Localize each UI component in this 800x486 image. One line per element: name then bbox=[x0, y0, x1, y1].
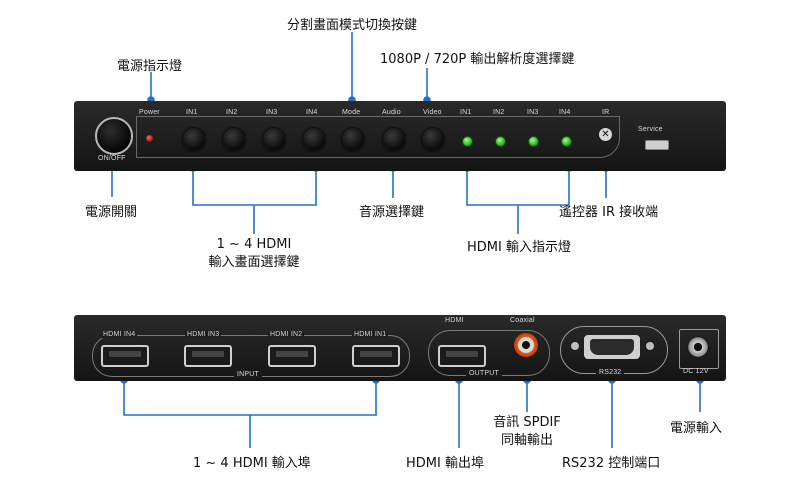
rs232-label: RS232 bbox=[596, 369, 625, 376]
power-led bbox=[146, 135, 153, 142]
led-in2-label: IN2 bbox=[493, 109, 505, 116]
hdmi-in4-label: HDMI IN4 bbox=[101, 331, 138, 338]
coaxial-spdif-jack[interactable] bbox=[514, 333, 538, 357]
callout-spdif-line2: 同軸輸出 bbox=[500, 433, 553, 448]
input-2-button[interactable] bbox=[222, 127, 246, 151]
hdmi-in2-port[interactable] bbox=[268, 345, 316, 367]
hdmi-in3-label: HDMI IN3 bbox=[185, 331, 222, 338]
led-in1-label: IN1 bbox=[460, 109, 472, 116]
input-2-led bbox=[495, 136, 506, 147]
hdmi-in4-port[interactable] bbox=[101, 345, 149, 367]
callout-dc-in: 電源輸入 bbox=[670, 421, 723, 436]
power-label: Power bbox=[139, 109, 160, 116]
ir-label: IR bbox=[602, 109, 610, 116]
dc-power-jack[interactable] bbox=[687, 336, 709, 358]
service-label: Service bbox=[638, 126, 663, 133]
callout-input-select: 1 ~ 4 HDMI 輸入畫面選擇鍵 bbox=[204, 236, 304, 272]
mode-label: Mode bbox=[342, 109, 361, 116]
ir-receiver-icon: ✕ bbox=[599, 128, 612, 141]
rs232-port[interactable] bbox=[584, 335, 640, 359]
led-in4-label: IN4 bbox=[559, 109, 571, 116]
input-label: INPUT bbox=[234, 371, 262, 378]
in1-label: IN1 bbox=[186, 109, 198, 116]
input-4-button[interactable] bbox=[302, 127, 326, 151]
hdmi-in1-label: HDMI IN1 bbox=[352, 331, 389, 338]
in4-label: IN4 bbox=[306, 109, 318, 116]
power-button[interactable] bbox=[95, 117, 133, 155]
input-3-led bbox=[528, 136, 539, 147]
audio-button[interactable] bbox=[382, 127, 406, 151]
hdmi-out-port[interactable] bbox=[438, 345, 486, 367]
callout-spdif: 音訊 SPDIF 同軸輸出 bbox=[486, 414, 568, 450]
coaxial-label: Coaxial bbox=[510, 317, 535, 324]
input-1-button[interactable] bbox=[182, 127, 206, 151]
video-button[interactable] bbox=[421, 127, 445, 151]
hdmi-in1-port[interactable] bbox=[352, 345, 400, 367]
callout-input-select-line1: 1 ~ 4 HDMI bbox=[216, 237, 292, 252]
callout-input-led: HDMI 輸入指示燈 bbox=[467, 240, 571, 255]
callout-power-switch: 電源開關 bbox=[85, 205, 138, 220]
output-label: OUTPUT bbox=[466, 370, 502, 377]
input-3-button[interactable] bbox=[262, 127, 286, 151]
dc-jack-frame bbox=[679, 329, 719, 369]
callout-resolution: 1080P / 720P 輸出解析度選擇鍵 bbox=[380, 52, 575, 67]
callout-input-select-line2: 輸入畫面選擇鍵 bbox=[208, 255, 300, 270]
dc-label: DC 12V bbox=[683, 368, 709, 375]
video-label: Video bbox=[423, 109, 442, 116]
in2-label: IN2 bbox=[226, 109, 238, 116]
audio-label: Audio bbox=[382, 109, 401, 116]
rs232-screw-left bbox=[571, 342, 579, 350]
input-1-led bbox=[462, 136, 473, 147]
callout-hdmi-out-port: HDMI 輸出埠 bbox=[406, 456, 484, 471]
rs232-screw-right bbox=[646, 342, 654, 350]
hdmi-out-label: HDMI bbox=[445, 317, 464, 324]
callout-hdmi-in-ports: 1 ~ 4 HDMI 輸入埠 bbox=[193, 456, 311, 471]
callout-audio-select: 音源選擇鍵 bbox=[359, 205, 425, 220]
callout-spdif-line1: 音訊 SPDIF bbox=[493, 415, 561, 430]
callout-split-mode: 分割畫面模式切換按鍵 bbox=[287, 18, 418, 33]
hdmi-in3-port[interactable] bbox=[184, 345, 232, 367]
mode-button[interactable] bbox=[341, 127, 365, 151]
hdmi-in2-label: HDMI IN2 bbox=[268, 331, 305, 338]
led-in3-label: IN3 bbox=[527, 109, 539, 116]
callout-rs232-port: RS232 控制端口 bbox=[562, 456, 661, 471]
input-4-led bbox=[561, 136, 572, 147]
callout-ir-receiver: 遙控器 IR 接收端 bbox=[559, 205, 659, 220]
callout-power-led: 電源指示燈 bbox=[117, 59, 183, 74]
front-control-strip bbox=[136, 116, 620, 158]
in3-label: IN3 bbox=[266, 109, 278, 116]
service-usb-port[interactable] bbox=[645, 140, 669, 150]
onoff-label: ON/OFF bbox=[98, 155, 126, 162]
